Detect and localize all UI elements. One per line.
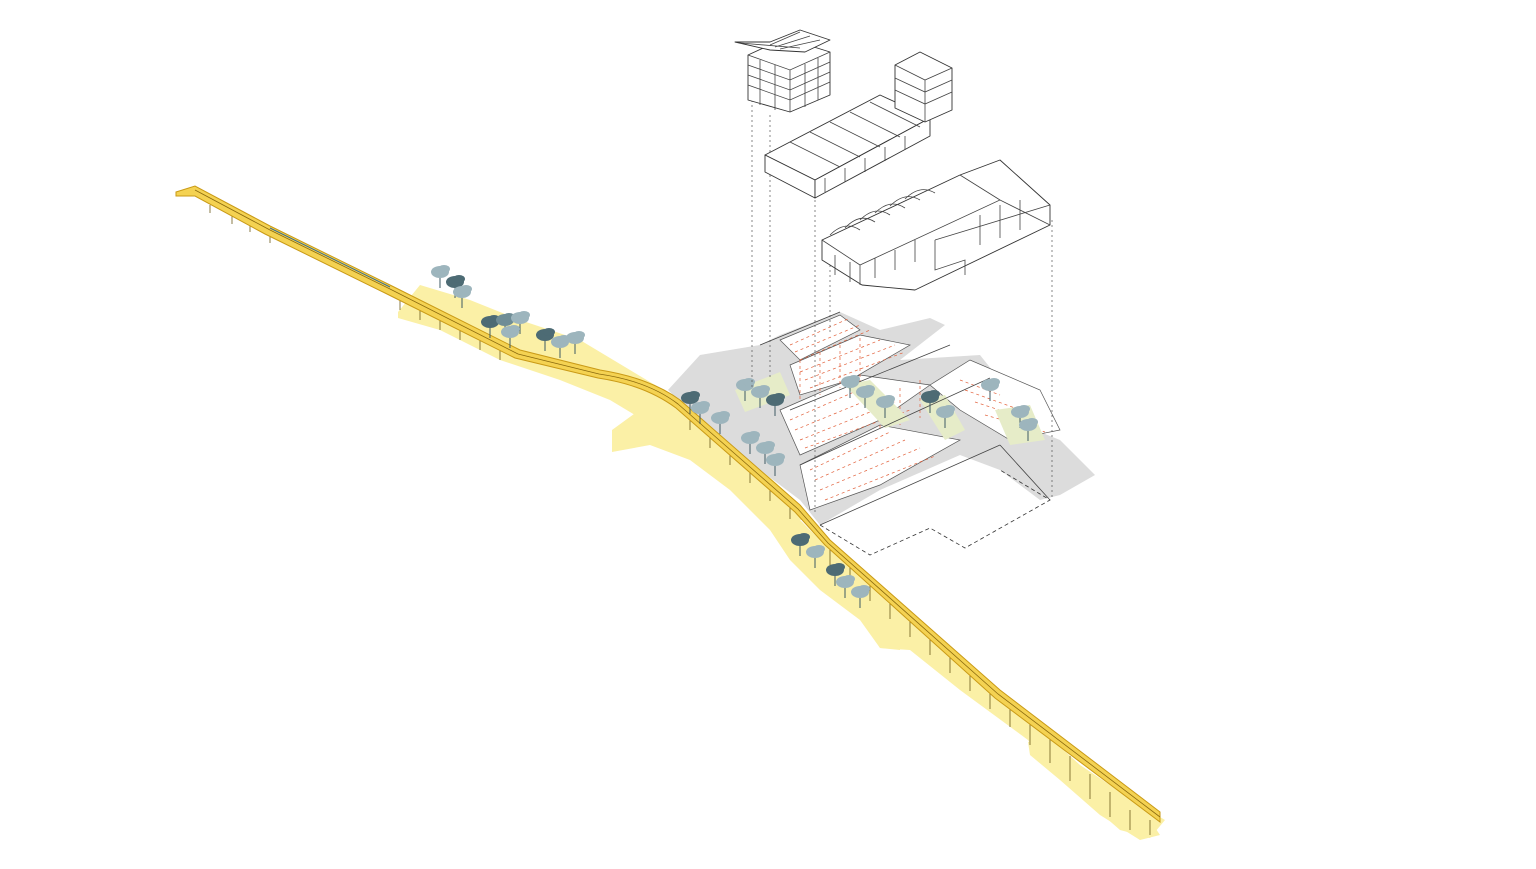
site-plot-a bbox=[779, 314, 861, 361]
tree bbox=[921, 390, 940, 413]
tree bbox=[766, 393, 785, 416]
tree bbox=[536, 328, 555, 351]
tree bbox=[681, 391, 700, 414]
tree bbox=[1011, 405, 1030, 428]
tree bbox=[453, 285, 472, 308]
tree bbox=[691, 401, 710, 424]
tree bbox=[981, 378, 1000, 401]
tree bbox=[851, 585, 870, 608]
viaduct-track-line bbox=[194, 189, 1161, 818]
site-edges bbox=[759, 311, 1051, 526]
viaduct-rail-blue bbox=[269, 227, 391, 288]
tree bbox=[501, 325, 520, 348]
tower-building bbox=[734, 29, 831, 113]
tree bbox=[711, 411, 730, 434]
tree bbox=[841, 375, 860, 398]
tree bbox=[511, 311, 530, 334]
tree bbox=[856, 385, 875, 408]
tree bbox=[766, 453, 785, 476]
vaulted-hall-building bbox=[821, 159, 1051, 291]
tower-roof-fan bbox=[734, 29, 831, 53]
tree bbox=[431, 265, 450, 288]
tree bbox=[836, 575, 855, 598]
ground-strip-middle bbox=[612, 395, 905, 650]
tree bbox=[751, 385, 770, 408]
ground-strip-lower bbox=[860, 600, 1165, 838]
tree bbox=[876, 395, 895, 418]
tree bbox=[446, 275, 465, 298]
tree bbox=[741, 431, 760, 454]
tree bbox=[806, 545, 825, 568]
tree bbox=[826, 563, 845, 586]
tree bbox=[566, 331, 585, 354]
viaduct-piers bbox=[209, 205, 1151, 835]
projection-lines bbox=[751, 100, 1053, 515]
site-plan bbox=[668, 311, 1095, 556]
site-plot-b bbox=[789, 334, 911, 396]
tree bbox=[1019, 418, 1038, 441]
trees bbox=[431, 265, 1038, 608]
tree bbox=[756, 441, 775, 464]
red-grid-lines bbox=[789, 317, 1046, 501]
tree bbox=[791, 533, 810, 556]
viaduct bbox=[175, 185, 1161, 835]
ground-strip-tail bbox=[1028, 740, 1160, 840]
viaduct-deck bbox=[175, 185, 1161, 824]
long-shed-building bbox=[764, 51, 953, 199]
tree bbox=[936, 405, 955, 428]
